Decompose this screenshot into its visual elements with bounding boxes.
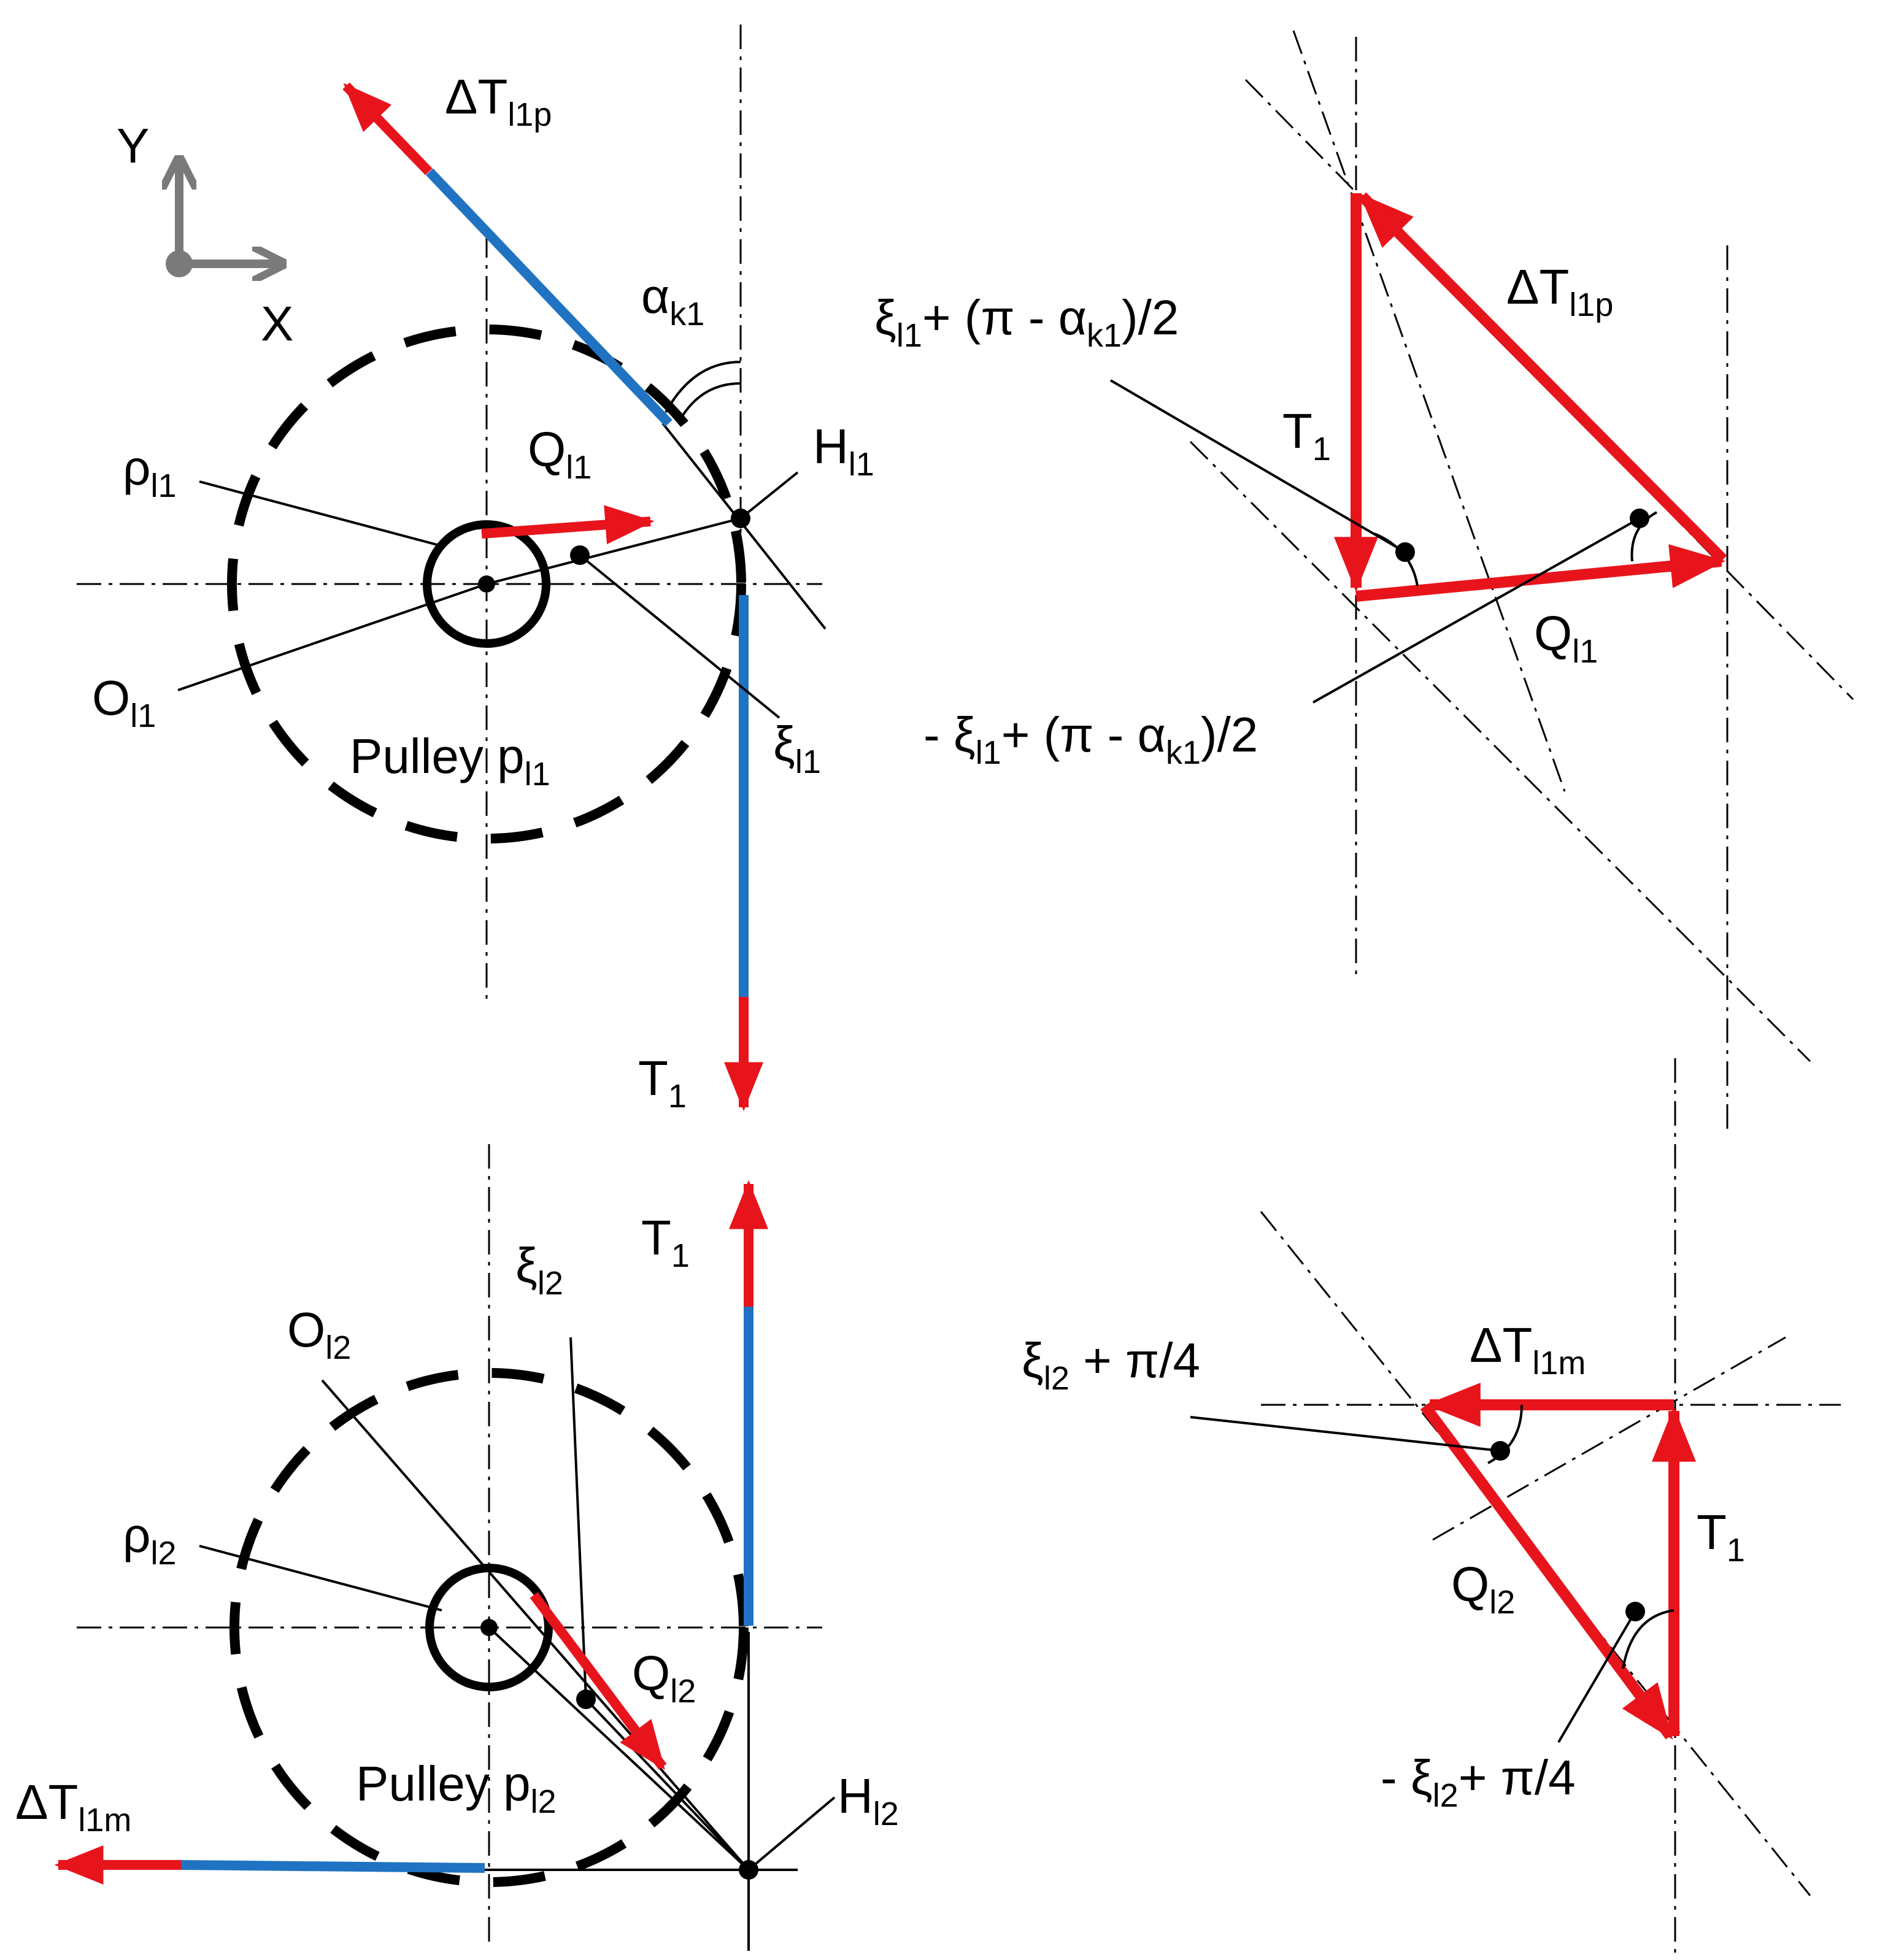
pulley-pl1-label: Pulley pl1 [350,729,550,793]
top-tri-angle1-label: ξl1+ (π - αk1)/2 [874,290,1179,354]
Q-l2-label: Ql2 [632,1646,696,1710]
pulley-pl1-circle [227,325,746,844]
bottom-belt-horizontal-segment [177,1860,485,1873]
Q-l2-arrow [530,1592,667,1770]
alpha-arc-outer [665,361,741,413]
xi-l2-point [576,1689,596,1709]
bottom-tri-angle2-label: - ξl2+ π/4 [1381,1750,1576,1814]
H-l1-label: Hl1 [813,419,874,483]
bottom-tri-Q-label: Ql2 [1451,1557,1515,1621]
bottom-tri-angle2-leader [1557,1610,1636,1743]
O-l1-leader [177,583,487,691]
top-radius-line [486,517,741,585]
xi-l2-label: ξl2 [515,1238,563,1302]
pulley-pl1-hub [423,520,550,648]
alpha-k1-label: αk1 [641,269,704,332]
dT-l1p-arrow [342,82,433,175]
H-l2-leader [747,1796,836,1871]
top-tri-Q-arrow [1355,544,1726,602]
top-tri-angle1-leader [1109,379,1406,553]
Q-l1-arrow [481,505,655,545]
bottom-O-leader-line [321,1379,750,1871]
xi-l1-leader [579,554,780,719]
bottom-tri-T1-label: T1 [1697,1505,1745,1569]
xi-l1-label: ξl1 [773,717,821,780]
top-tri-angle2-label: - ξl1+ (π - αk1)/2 [923,707,1258,771]
bottom-tri-Q-arrow [1420,1402,1675,1740]
top-tri-angle2-arc [1630,511,1657,562]
H-l2-label: Hl2 [838,1769,899,1832]
T1-top-label: T1 [638,1051,687,1115]
top-tri-Q-label: Ql1 [1534,606,1598,670]
pulley-pl2-hub [425,1564,553,1691]
pulley-pl2-label: Pulley pl2 [356,1756,557,1820]
pulley-pl2-center [480,1619,498,1636]
top-tri-guide-3 [1189,440,1811,1063]
bottom-force-triangle: ξl2 + π/4 ΔTl1m T1 Ql2 - ξl2+ π/4 [1022,1058,1841,1954]
bottom-pulley-diagram: T1 ξl2 Ol2 ρl2 Ql2 Pulley pl2 Hl2 ΔTl1m [15,1144,899,1951]
alpha-arc-inner [677,382,741,424]
bottom-tri-angle1-label: ξl2 + π/4 [1022,1333,1200,1397]
top-force-triangle: ΔTl1p T1 Ql1 ξl1+ (π - αk1)/2 - ξl1+ (π … [874,30,1854,1129]
O-l1-label: Ol1 [92,671,156,734]
bottom-tri-angle1-leader [1190,1416,1501,1452]
rho-l1-label: ρl1 [123,440,177,504]
Q-l1-label: Ql1 [528,422,592,486]
dT-l1p-label: ΔTl1p [445,69,552,133]
top-tri-dT-label: ΔTl1p [1506,259,1613,323]
top-pulley-diagram: ΔTl1p αk1 ρl1 Ql1 Hl1 Ol1 ξl1 Pulley pl1… [77,25,874,1115]
bottom-tri-dT-label: ΔTl1m [1470,1318,1586,1382]
bottom-xi-construction [585,1698,750,1871]
bottom-xi-leader [569,1337,587,1700]
T1-bottom-label: T1 [641,1210,690,1274]
origin-dot [166,250,193,277]
rho-l2-label: ρl2 [123,1508,177,1572]
rho-l1-leader [199,480,442,547]
rho-l2-leader [199,1545,442,1612]
top-belt-upper-segment [426,168,673,427]
top-tri-T1-label: T1 [1282,404,1331,467]
dT-l1m-label: ΔTl1m [15,1775,131,1839]
x-axis-label: X [261,296,293,351]
O-l2-label: Ol2 [287,1302,351,1366]
H-l1-leader [739,471,799,520]
coordinate-axes: Y X [117,118,293,351]
top-tri-guide-1 [1292,30,1566,792]
top-tri-dT-arrow [1358,192,1727,564]
top-tri-angle2-leader [1312,517,1640,704]
y-axis-label: Y [117,118,149,173]
bottom-tri-angle2-arc [1622,1609,1675,1669]
pulley-pl2-circle [229,1368,749,1887]
